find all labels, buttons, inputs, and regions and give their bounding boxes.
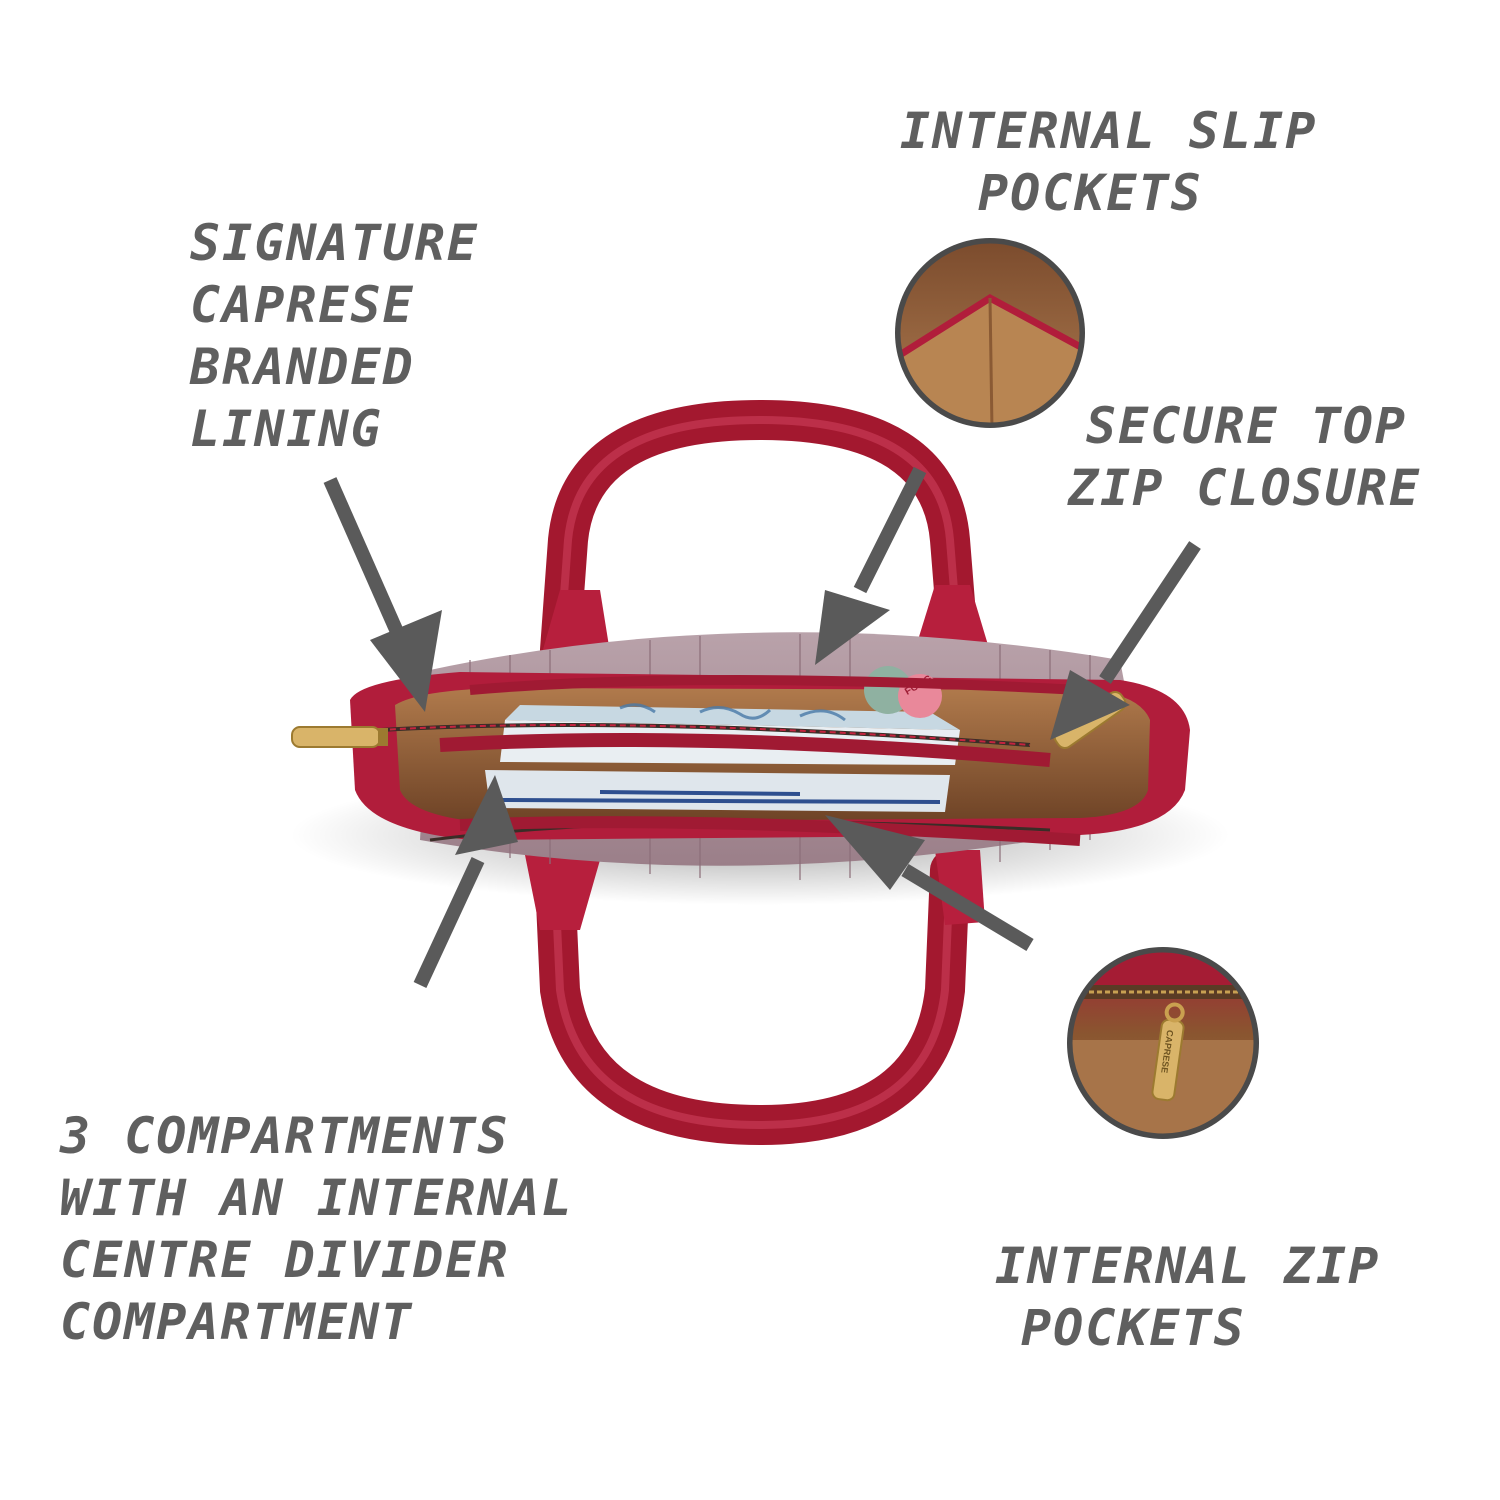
arrow-branded-lining (323, 477, 412, 653)
zipper-puller-left (291, 726, 388, 748)
callout-line: 3 COMPARTMENTS (60, 1107, 510, 1165)
divider-middle (439, 733, 1051, 767)
callout-line: SIGNATURE (190, 214, 479, 272)
callout-line: POCKETS (1021, 1299, 1246, 1357)
handle-tab-bottom-left (525, 855, 600, 930)
callout-slip-pockets: INTERNAL SLIP POCKETS (900, 100, 1317, 224)
callout-line: INTERNAL SLIP (900, 102, 1318, 160)
callout-line: CENTRE DIVIDER (60, 1231, 510, 1289)
callout-line: COMPARTMENT (60, 1293, 414, 1351)
arrow-slip-pockets (853, 466, 927, 594)
arrow-compartments (413, 857, 485, 988)
divider-top (469, 675, 1081, 695)
callout-line: WITH AN INTERNAL (60, 1169, 574, 1227)
callout-line: SECURE TOP (1086, 397, 1408, 455)
detail-circle-slip-pocket (895, 238, 1085, 428)
callout-line: ZIP CLOSURE (1068, 459, 1422, 517)
detail-circle-zip-pocket: CAPRESE (1067, 947, 1259, 1139)
book-bottom (485, 770, 950, 812)
arrow-top-zip (1099, 541, 1201, 684)
divider-bottom (459, 816, 1081, 846)
callout-line: CAPRESE (190, 276, 415, 334)
callout-top-zip: SECURE TOP ZIP CLOSURE (1068, 395, 1421, 519)
callout-line: LINING (190, 400, 383, 458)
callout-line: BRANDED (190, 338, 415, 396)
callout-line: INTERNAL ZIP (995, 1237, 1381, 1295)
handle-tab-top-right (918, 585, 988, 645)
callout-branded-lining: SIGNATURE CAPRESE BRANDED LINING (190, 212, 479, 460)
callout-compartments: 3 COMPARTMENTS WITH AN INTERNAL CENTRE D… (60, 1105, 574, 1353)
arrow-zip-pockets (901, 863, 1034, 952)
callout-line: POCKETS (978, 164, 1203, 222)
callout-zip-pockets: INTERNAL ZIP POCKETS (995, 1235, 1380, 1359)
